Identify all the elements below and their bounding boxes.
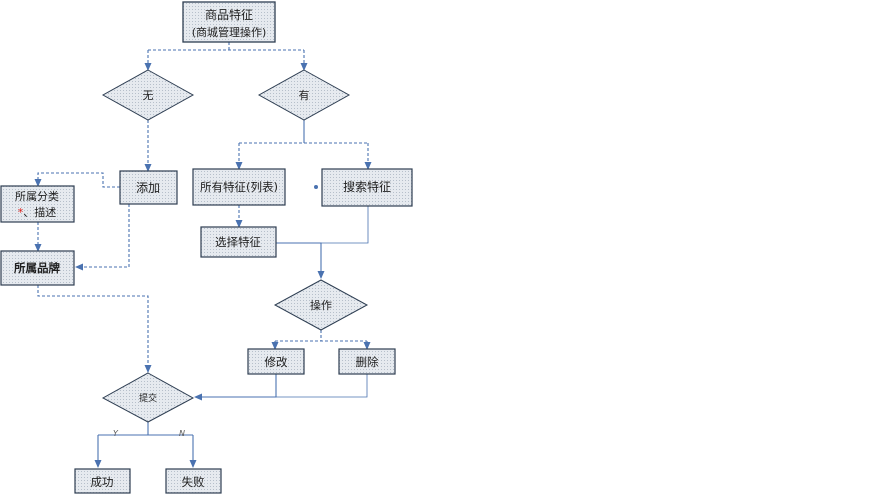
decision-none[interactable]: 无 [101,69,195,121]
node-success[interactable]: 成功 [74,468,131,494]
edge-add-to-category [34,172,120,188]
node-all-features-label: 所有特征(列表) [200,180,278,194]
node-fail-label: 失败 [182,475,205,489]
node-brand-label: 所属品牌 [14,261,60,275]
node-modify-label: 修改 [265,355,288,369]
node-category-line2-group: *、描述 [18,205,57,219]
edge-search-to-operate [321,206,369,244]
node-fail[interactable]: 失败 [165,468,222,494]
connector-dot [314,185,318,189]
decision-submit[interactable]: 提交 [101,372,195,423]
node-product-feature[interactable]: 商品特征 (商城管理操作) [182,1,276,43]
edge-label-no: N [179,429,185,438]
node-search-feature-label: 搜索特征 [343,179,391,194]
node-add[interactable]: 添加 [119,170,178,205]
decision-operate[interactable]: 操作 [273,279,369,331]
node-add-label: 添加 [136,181,160,195]
decision-has[interactable]: 有 [257,69,351,121]
node-select-feature[interactable]: 选择特征 [200,226,277,258]
edge-label-yes: Y [113,429,119,438]
node-brand[interactable]: 所属品牌 [0,250,75,286]
node-modify[interactable]: 修改 [247,348,305,375]
decision-has-label: 有 [299,88,310,102]
edge-modify-to-submit [194,374,277,401]
node-all-features[interactable]: 所有特征(列表) [192,168,286,206]
decision-submit-label: 提交 [139,392,157,404]
node-search-feature[interactable]: 搜索特征 [321,168,413,207]
node-success-label: 成功 [91,475,114,489]
edge-select-to-operate [276,242,325,279]
connectors [34,42,372,468]
decision-none-label: 无 [143,89,154,102]
node-product-feature-title: 商品特征 [205,7,253,22]
node-delete[interactable]: 删除 [338,348,396,375]
node-category-line2: 、描述 [23,205,56,219]
node-select-feature-label: 选择特征 [215,235,261,249]
node-category-description[interactable]: 所属分类 *、描述 [0,185,75,223]
required-mark: * [18,206,24,219]
decision-operate-label: 操作 [310,298,332,312]
edge-brand-to-submit [37,285,152,373]
edge-add-to-brand [75,204,130,271]
edge-delete-to-submit [276,374,368,398]
node-category-line1: 所属分类 [15,189,59,203]
node-delete-label: 删除 [356,355,379,369]
node-product-feature-subtitle: (商城管理操作) [192,25,267,39]
